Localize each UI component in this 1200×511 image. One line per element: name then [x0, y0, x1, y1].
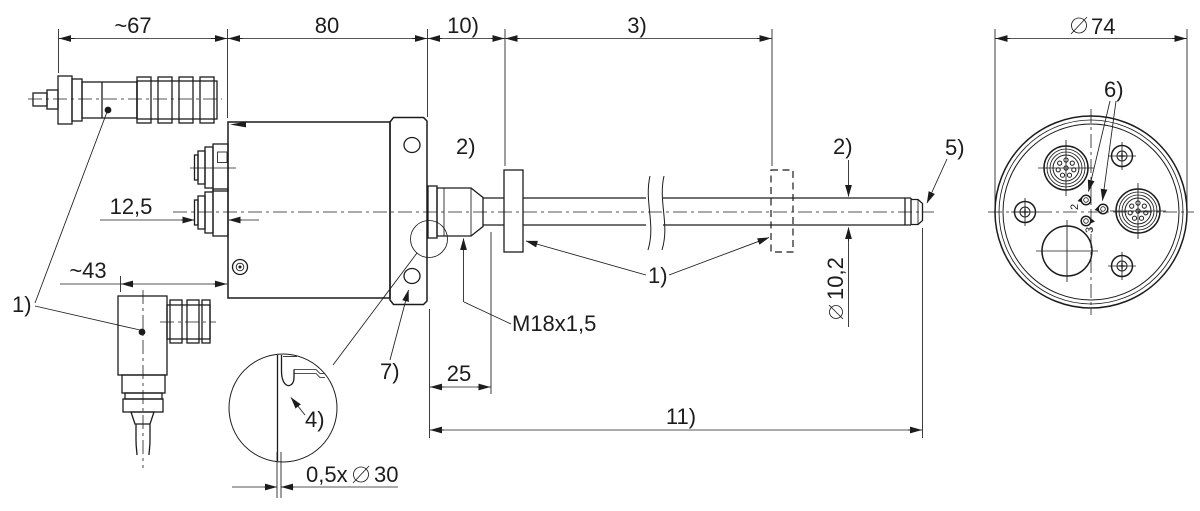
break-line — [661, 175, 666, 251]
label-port-2: 2 — [1069, 204, 1081, 210]
dimension-rod-length: 11) — [429, 228, 923, 438]
dim-chamfer-prefix: 0,5x — [306, 462, 348, 487]
callout-mount-hole: 7) — [380, 289, 409, 384]
label-ports: 6) — [1104, 77, 1124, 102]
dim-67: ~67 — [114, 13, 151, 38]
detail-view: 4) — [228, 353, 338, 463]
dim-10: 10) — [447, 13, 479, 38]
position-magnet — [503, 169, 524, 253]
position-magnet-phantom — [770, 169, 794, 253]
label-detail: 4) — [305, 407, 325, 432]
dimension-cable-connector-length: ~67 — [58, 13, 228, 118]
end-view: 74 — [988, 14, 1194, 315]
connector-stub-upper — [190, 143, 236, 192]
flange-hole-bottom — [403, 267, 421, 285]
diameter-symbol — [1070, 16, 1088, 35]
ground-screw — [231, 258, 249, 276]
dim-11: 11) — [666, 404, 696, 429]
mount-screw-left — [1011, 198, 1039, 226]
label-magnet-left: 2) — [456, 134, 476, 159]
diameter-symbol — [352, 465, 370, 484]
label-thread: M18x1,5 — [512, 311, 596, 336]
detail-indicator-circle — [410, 220, 448, 258]
dim-flange-diameter: 74 — [1091, 14, 1115, 39]
leader-dot — [138, 328, 146, 336]
dim-chamfer-diameter: 30 — [374, 462, 398, 487]
large-bore-hole — [1036, 220, 1098, 282]
label-rod-end: 5) — [945, 135, 965, 160]
diameter-symbol — [828, 304, 844, 320]
straight-cable-connector — [28, 75, 222, 125]
rod-end-cap — [911, 198, 924, 226]
end-view-connector-a — [1038, 140, 1094, 196]
dimension-rod-diameter: 10,2 — [823, 227, 852, 327]
connector-stub-lower — [193, 188, 229, 237]
right-angle-cable-connector — [117, 290, 216, 468]
callout-detail: 4) — [290, 397, 325, 432]
dimension-thread-length: 25 — [429, 232, 492, 438]
oring-groove — [280, 369, 295, 387]
mount-screw-bottom — [1108, 252, 1136, 280]
callout-connectors: 1) — [12, 111, 141, 331]
dim-80: 80 — [315, 13, 339, 38]
dimension-null-zone: 10) — [427, 13, 506, 166]
mount-screw-top — [1108, 142, 1136, 170]
callout-magnets: 1) — [525, 237, 770, 288]
end-view-connector-b — [1110, 183, 1166, 239]
main-side-view: 1) — [12, 13, 965, 498]
dim-12-5: 12,5 — [110, 194, 153, 219]
label-magnets: 1) — [648, 263, 668, 288]
label-mount-hole: 7) — [380, 359, 400, 384]
dimension-stub-length: 12,5 — [100, 194, 259, 224]
sensor-housing — [190, 116, 448, 366]
callout-ports: 6) — [1087, 77, 1124, 201]
dimension-measuring-length: 3) — [505, 13, 773, 166]
edge-mark — [230, 121, 246, 128]
dimension-chamfer: 0,5x 30 — [232, 452, 398, 498]
callout-thread: M18x1,5 — [460, 238, 596, 336]
port-holes: 2 3 — [1069, 194, 1109, 233]
thread-bushing — [436, 187, 484, 237]
dimension-angle-connector: ~43 — [60, 258, 228, 292]
label-magnet-right: 2) — [833, 134, 853, 159]
dim-rod-diameter: 10,2 — [823, 257, 848, 300]
dim-43: ~43 — [69, 258, 106, 283]
dim-3: 3) — [627, 13, 647, 38]
label-connectors: 1) — [12, 292, 32, 317]
dim-25: 25 — [447, 361, 471, 386]
rod-assembly — [427, 169, 924, 253]
flange — [389, 116, 428, 306]
flange-hole-top — [403, 136, 421, 154]
break-line — [647, 175, 652, 251]
leader-dot — [104, 106, 112, 114]
dimension-housing-length: 80 — [227, 13, 428, 117]
callout-magnet-right: 2) — [833, 134, 853, 197]
dimension-flange-diameter: 74 — [994, 14, 1188, 213]
label-port-3: 3 — [1084, 227, 1096, 233]
callout-rod-end: 5) — [926, 135, 965, 204]
